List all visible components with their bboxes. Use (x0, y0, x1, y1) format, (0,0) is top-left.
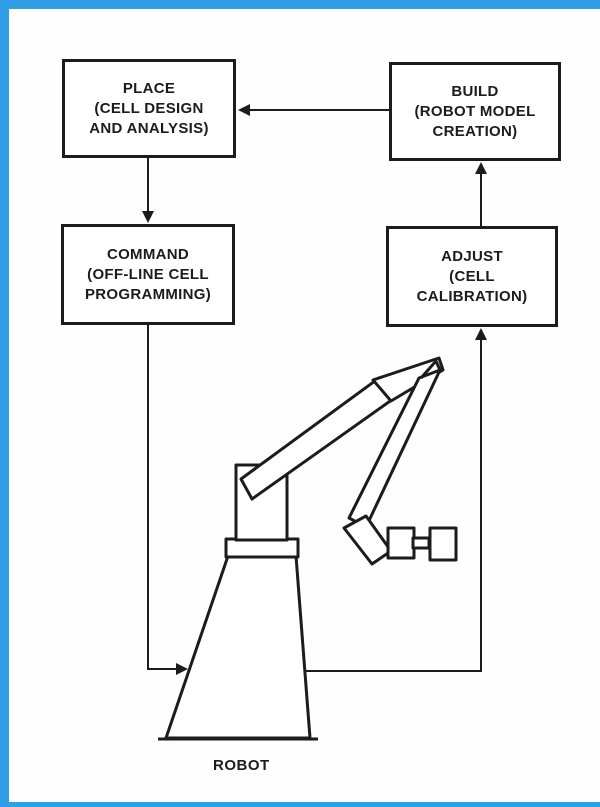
arrow-head-icon (176, 663, 188, 675)
robot-elbow (371, 356, 445, 403)
arrow-head-icon (475, 162, 487, 174)
arrow-head-icon (238, 104, 250, 116)
connectors (147, 109, 482, 672)
robot-elbow-hook (419, 359, 442, 379)
build-line2: CREATION) (432, 122, 518, 140)
robot-collar (224, 537, 300, 559)
robot-gripper-stem (411, 536, 431, 550)
robot-arm-illustration (158, 356, 458, 741)
robot-wrist-plate (386, 526, 416, 560)
command-line1: (OFF-LINE CELL (87, 265, 209, 283)
adjust-line2: CALIBRATION) (416, 287, 528, 305)
robot-wrist (342, 514, 393, 566)
command-box: COMMAND (OFF-LINE CELL PROGRAMMING) (61, 224, 235, 325)
connector-command-to-robot (147, 325, 177, 670)
arrow-head-icon (475, 328, 487, 340)
adjust-title: ADJUST (441, 247, 503, 265)
place-box: PLACE (CELL DESIGN AND ANALYSIS) (62, 59, 236, 158)
arrow-head-icon (142, 211, 154, 223)
command-line2: PROGRAMMING) (84, 285, 212, 303)
robot-gripper (428, 526, 458, 562)
command-title: COMMAND (106, 245, 190, 263)
robot-base (164, 554, 312, 740)
arrowheads (142, 104, 487, 675)
adjust-line1: (CELL (449, 267, 495, 285)
place-title: PLACE (122, 79, 176, 97)
adjust-box: ADJUST (CELL CALIBRATION) (386, 226, 558, 327)
place-line1: (CELL DESIGN (94, 99, 204, 117)
build-box: BUILD (ROBOT MODEL CREATION) (389, 62, 561, 161)
place-line2: AND ANALYSIS) (89, 119, 209, 137)
robot-label: ROBOT (213, 757, 270, 774)
build-line1: (ROBOT MODEL (414, 102, 536, 120)
build-title: BUILD (451, 82, 499, 100)
connector-robot-to-adjust (305, 339, 482, 672)
